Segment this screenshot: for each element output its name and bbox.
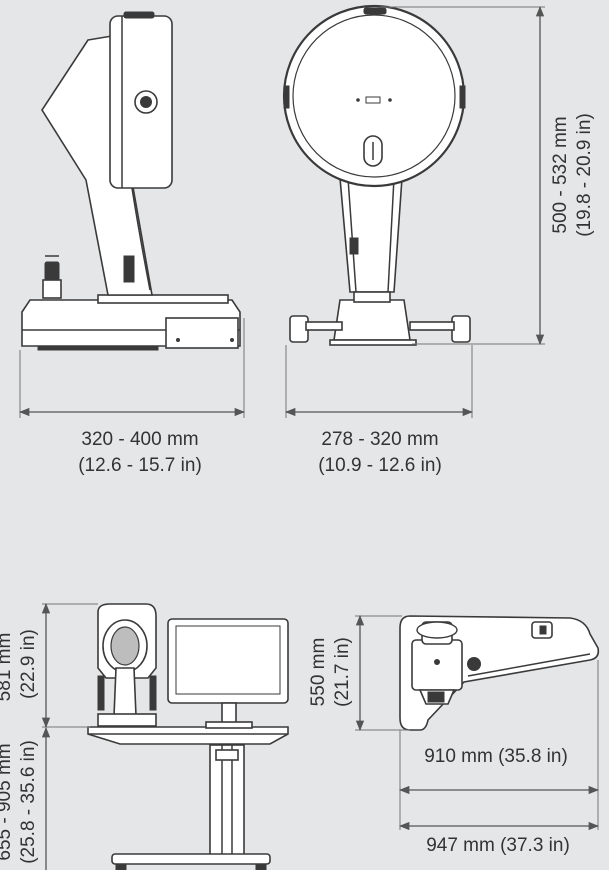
table-depth-mm-label: 550 mm <box>308 638 329 707</box>
table-depth-in-label: (21.7 in) <box>332 637 353 707</box>
side-width-in-label: (12.6 - 15.7 in) <box>78 455 202 476</box>
height-in-label: (19.8 - 20.9 in) <box>574 113 595 237</box>
table-top-view <box>399 615 600 731</box>
device-front-view <box>282 4 471 346</box>
height-mm-label: 500 - 532 mm <box>550 116 571 233</box>
table-height-mm-label: 655 - 905 mm <box>0 743 15 860</box>
table-top-height-in-label: (22.9 in) <box>18 629 39 699</box>
front-width-in-label: (10.9 - 12.6 in) <box>318 455 442 476</box>
table-system-view <box>87 603 289 870</box>
front-width-mm-label: 278 - 320 mm <box>321 429 438 450</box>
table-total-width-label: 947 mm (37.3 in) <box>426 835 570 856</box>
table-height-in-label: (25.8 - 35.6 in) <box>18 740 39 864</box>
device-side-view <box>21 11 241 351</box>
table-width-label: 910 mm (35.8 in) <box>424 746 568 767</box>
table-top-height-mm-label: 581 mm <box>0 633 15 702</box>
side-width-mm-label: 320 - 400 mm <box>81 429 198 450</box>
